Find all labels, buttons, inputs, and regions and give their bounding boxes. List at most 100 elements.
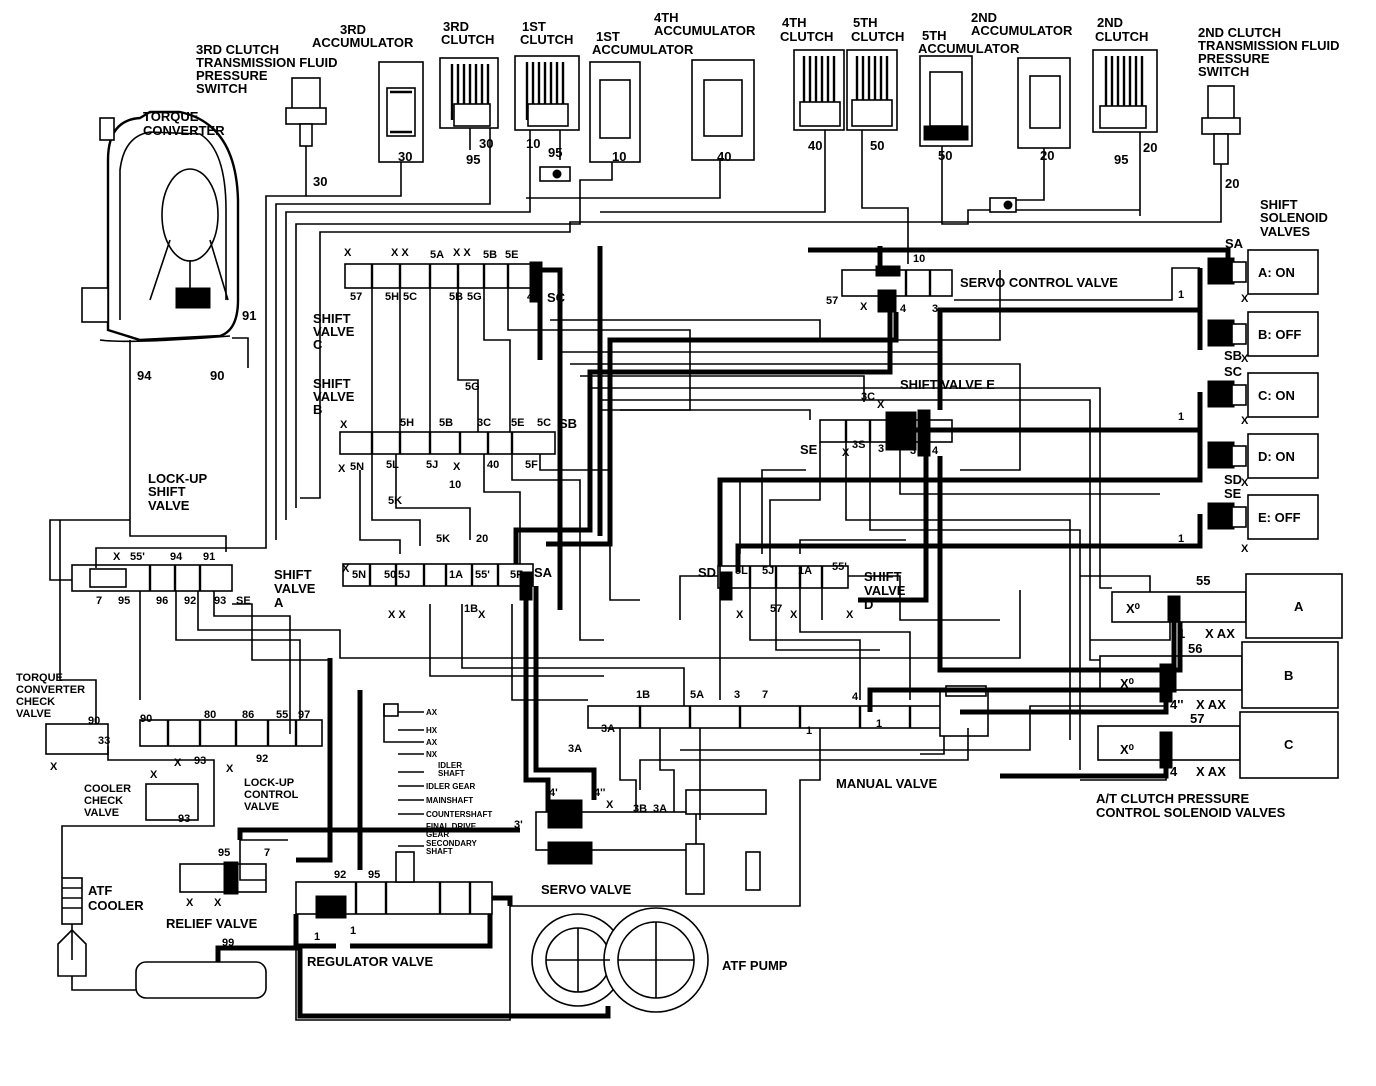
svg-text:SHIFT: SHIFT (313, 311, 351, 326)
svg-text:3RD: 3RD (443, 19, 469, 34)
svg-text:40: 40 (487, 459, 499, 471)
svg-text:95: 95 (218, 847, 230, 859)
svg-text:3C: 3C (477, 417, 491, 429)
svg-text:95: 95 (368, 869, 380, 881)
first-accumulator-label: 1ST ACCUMULATOR (592, 29, 694, 57)
svg-text:92: 92 (184, 595, 196, 607)
svg-text:X: X (214, 897, 222, 909)
svg-text:94: 94 (137, 368, 152, 383)
svg-text:HX: HX (426, 726, 438, 735)
svg-text:X: X (790, 609, 798, 621)
svg-text:50: 50 (870, 138, 884, 153)
shaft-legend: AX HX AX NX IDLER SHAFT IDLER GEAR MAINS… (383, 703, 492, 856)
svg-text:2ND CLUTCH: 2ND CLUTCH (1198, 25, 1281, 40)
svg-text:33: 33 (98, 735, 110, 747)
second-clutch-pressure-switch (1201, 85, 1241, 218)
svg-text:X: X (1241, 353, 1249, 365)
fourth-accumulator (691, 59, 755, 190)
svg-text:5C: 5C (537, 417, 551, 429)
svg-text:5N: 5N (350, 461, 364, 473)
svg-text:55: 55 (1196, 573, 1210, 588)
svg-text:SOLENOID: SOLENOID (1260, 210, 1328, 225)
svg-text:57: 57 (826, 295, 838, 307)
svg-text:SHIFT: SHIFT (274, 567, 312, 582)
svg-text:4'': 4'' (594, 787, 606, 799)
svg-text:CONVERTER: CONVERTER (16, 684, 85, 696)
svg-text:SE: SE (1224, 486, 1242, 501)
svg-text:5TH: 5TH (922, 28, 947, 43)
svg-text:1: 1 (314, 931, 320, 943)
svg-text:93: 93 (178, 813, 190, 825)
fifth-clutch (846, 49, 898, 196)
svg-text:91: 91 (242, 308, 256, 323)
lockup-shift-valve-label: LOCK-UP SHIFT VALVE (148, 471, 208, 513)
svg-text:5H: 5H (400, 417, 414, 429)
svg-text:X: X (1241, 415, 1249, 427)
svg-text:4: 4 (1170, 764, 1178, 779)
svg-text:92: 92 (256, 753, 268, 765)
svg-text:ACCUMULATOR: ACCUMULATOR (918, 41, 1020, 56)
svg-text:X: X (113, 551, 121, 563)
svg-text:A: A (274, 595, 284, 610)
svg-text:B: B (1284, 668, 1293, 683)
second-clutch-label: 2ND CLUTCH (1095, 15, 1148, 44)
svg-text:3: 3 (734, 689, 740, 701)
svg-text:SE: SE (800, 442, 818, 457)
svg-text:5J: 5J (398, 569, 410, 581)
third-accumulator-label: 3RD ACCUMULATOR (312, 22, 414, 50)
svg-text:3RD: 3RD (340, 22, 366, 37)
svg-text:5F: 5F (525, 459, 538, 471)
svg-text:1ST: 1ST (522, 19, 546, 34)
svg-text:ATF: ATF (88, 883, 112, 898)
svg-text:NX: NX (426, 750, 438, 759)
svg-text:C: C (1284, 737, 1294, 752)
svg-text:SC: SC (547, 290, 566, 305)
svg-text:VALVE: VALVE (313, 389, 355, 404)
svg-text:X: X (736, 609, 744, 621)
svg-text:10: 10 (526, 136, 540, 151)
svg-text:2ND: 2ND (1097, 15, 1123, 30)
svg-text:X: X (883, 303, 891, 315)
svg-text:GEAR: GEAR (426, 830, 449, 839)
svg-text:5TH: 5TH (853, 15, 878, 30)
fourth-clutch (793, 49, 845, 196)
svg-text:TRANSMISSION FLUID: TRANSMISSION FLUID (1198, 38, 1340, 53)
cooler-check-valve: COOLER CHECK VALVE X 93 (84, 769, 199, 825)
svg-text:80: 80 (204, 709, 216, 721)
svg-text:20: 20 (476, 533, 488, 545)
svg-text:7: 7 (96, 595, 102, 607)
svg-text:X⁰: X⁰ (1120, 676, 1135, 691)
svg-text:86: 86 (242, 709, 254, 721)
svg-text:LOCK-UP: LOCK-UP (148, 471, 208, 486)
svg-text:10: 10 (449, 479, 461, 491)
svg-text:4: 4 (900, 303, 907, 315)
svg-text:55': 55' (130, 551, 145, 563)
svg-text:1A: 1A (798, 565, 812, 577)
svg-text:SHIFT: SHIFT (313, 376, 351, 391)
svg-text:D: ON: D: ON (1258, 449, 1295, 464)
svg-text:X: X (186, 897, 194, 909)
svg-text:3RD CLUTCH: 3RD CLUTCH (196, 42, 279, 57)
svg-text:CONVERTER: CONVERTER (143, 123, 225, 138)
svg-text:CONTROL SOLENOID VALVES: CONTROL SOLENOID VALVES (1096, 805, 1286, 820)
svg-text:5E: 5E (511, 417, 524, 429)
svg-text:5K: 5K (436, 533, 450, 545)
svg-text:X: X (150, 769, 158, 781)
svg-text:X: X (846, 609, 854, 621)
third-accumulator (378, 61, 424, 190)
svg-text:1B: 1B (636, 689, 650, 701)
svg-text:3S: 3S (852, 439, 865, 451)
svg-text:20: 20 (1143, 140, 1157, 155)
svg-text:5E: 5E (505, 249, 518, 261)
svg-text:ACCUMULATOR: ACCUMULATOR (654, 23, 756, 38)
svg-text:5H: 5H (385, 291, 399, 303)
regulator-valve: 92 95 1 1 REGULATOR VALVE (295, 851, 493, 969)
svg-text:CLUTCH: CLUTCH (780, 29, 833, 44)
svg-text:SA: SA (1225, 236, 1244, 251)
svg-text:B: OFF: B: OFF (1258, 327, 1301, 342)
pressure-solenoid-c: C 57 X⁰ 4 X AX (1097, 711, 1339, 779)
third-clutch-pressure-switch-label: 3RD CLUTCH TRANSMISSION FLUID PRESSURE S… (196, 42, 338, 96)
hydraulic-lines-thick (215, 246, 1231, 1019)
solenoid-c: C: ON SC (1207, 364, 1319, 418)
